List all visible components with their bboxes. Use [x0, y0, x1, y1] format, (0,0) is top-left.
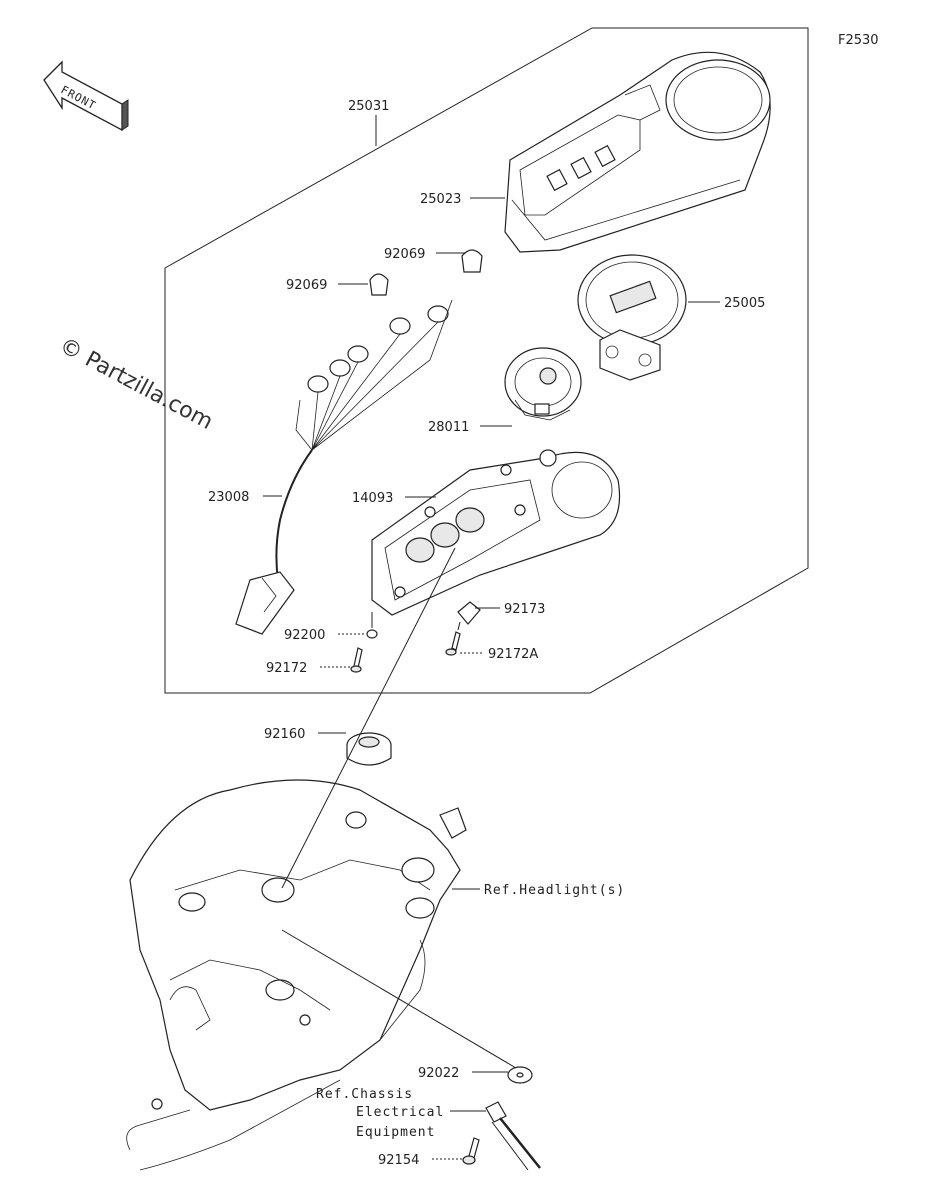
washer-92200	[366, 629, 378, 639]
bracket-92173	[457, 601, 481, 625]
label-92200: 92200	[284, 628, 325, 643]
label-92069-b: 92069	[286, 278, 327, 293]
leader-lines	[263, 115, 720, 1160]
label-25031: 25031	[348, 99, 389, 114]
label-23008: 23008	[208, 490, 249, 505]
label-25005: 25005	[724, 296, 765, 311]
screw-92172	[350, 647, 363, 673]
headlight-bracket	[126, 779, 467, 1171]
watermark: © Partzilla.com	[55, 333, 217, 435]
bulb-92069-a	[369, 273, 389, 296]
grommet-92160	[346, 732, 392, 766]
label-92172A: 92172A	[488, 647, 538, 662]
assembly-box	[164, 27, 809, 694]
label-14093: 14093	[352, 491, 393, 506]
ref-chassis-label-1: Ref.Chassis	[316, 1087, 413, 1102]
ref-chassis-label-2: Electrical	[356, 1105, 444, 1120]
ref-headlight-label: Ref.Headlight(s)	[484, 883, 625, 898]
label-25023: 25023	[420, 192, 461, 207]
meter-case-14093	[371, 449, 621, 616]
screw-92172A	[445, 631, 461, 656]
label-92022: 92022	[418, 1066, 459, 1081]
speedometer-25005	[577, 254, 687, 381]
harness-23008	[235, 299, 453, 635]
unit-28011	[504, 347, 582, 421]
figure-code: F2530	[838, 33, 879, 48]
label-92173: 92173	[504, 602, 545, 617]
screw-92154	[462, 1137, 480, 1165]
front-arrow-icon: FRONT	[43, 60, 129, 132]
label-92160: 92160	[264, 727, 305, 742]
label-92154: 92154	[378, 1153, 419, 1168]
ref-chassis-label-3: Equipment	[356, 1125, 435, 1140]
washer-92022	[507, 1066, 533, 1084]
label-92172: 92172	[266, 661, 307, 676]
meter-cover-25023	[504, 51, 771, 253]
ground-lead	[485, 1101, 541, 1171]
label-28011: 28011	[428, 420, 469, 435]
label-92069-a: 92069	[384, 247, 425, 262]
